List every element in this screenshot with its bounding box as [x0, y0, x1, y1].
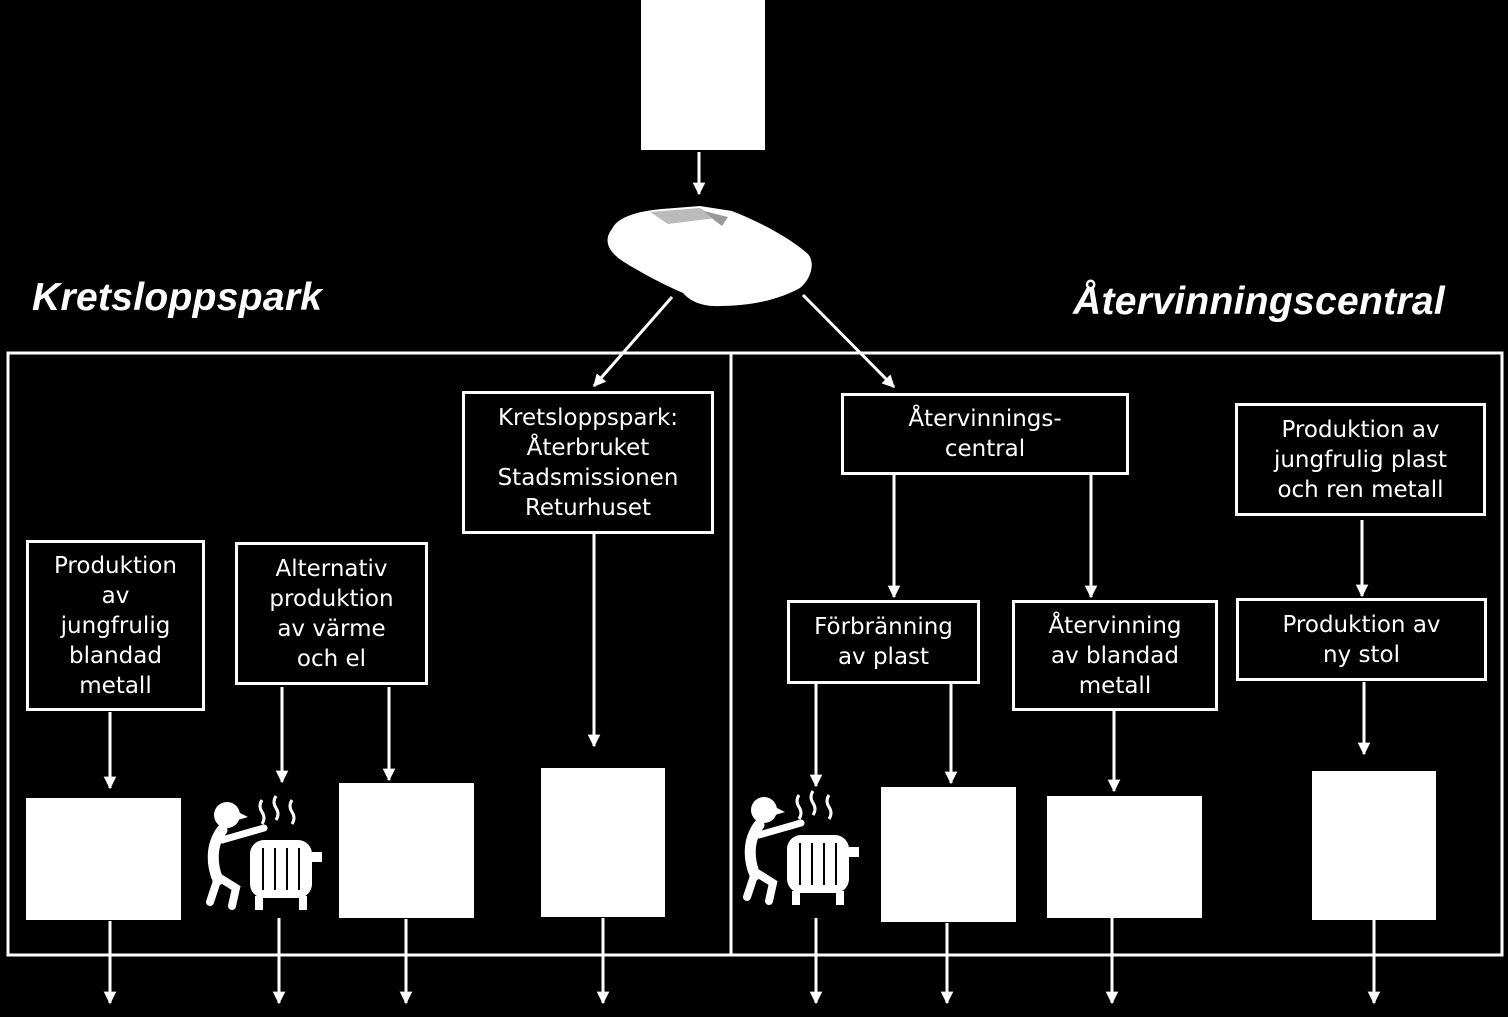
car-icon	[607, 206, 812, 307]
outer-frame	[6, 351, 1504, 957]
node-atervinning-metall: Återvinning av blandad metall	[1012, 600, 1218, 711]
node-jungfrulig-plast: Produktion av jungfrulig plast och ren m…	[1235, 403, 1486, 516]
title-atervinningscentral: Återvinningscentral	[1073, 280, 1445, 323]
arrow-car-to-kretsloppspark	[592, 296, 674, 387]
arrow-car-to-atervinningscentral	[801, 293, 896, 389]
node-jungfrulig-blandad: Produktion av jungfrulig blandad metall	[26, 540, 205, 711]
node-alternativ-produktion: Alternativ produktion av värme och el	[235, 542, 428, 685]
output-block-1	[26, 798, 181, 920]
node-forbranning: Förbränning av plast	[787, 600, 980, 684]
node-atervinningscentral: Återvinnings- central	[841, 393, 1129, 475]
person-heater-icon	[743, 790, 859, 905]
output-block-6	[1312, 771, 1436, 920]
person-heater-icon	[206, 795, 322, 910]
node-kretsloppspark: Kretsloppspark: Återbruket Stadsmissione…	[462, 391, 714, 534]
output-block-4	[881, 787, 1016, 922]
title-kretsloppspark: Kretsloppspark	[32, 276, 323, 319]
node-ny-stol: Produktion av ny stol	[1236, 598, 1487, 681]
source-block	[641, 0, 765, 150]
output-block-3	[541, 768, 665, 917]
output-block-2	[339, 783, 474, 918]
output-block-5	[1047, 796, 1202, 918]
